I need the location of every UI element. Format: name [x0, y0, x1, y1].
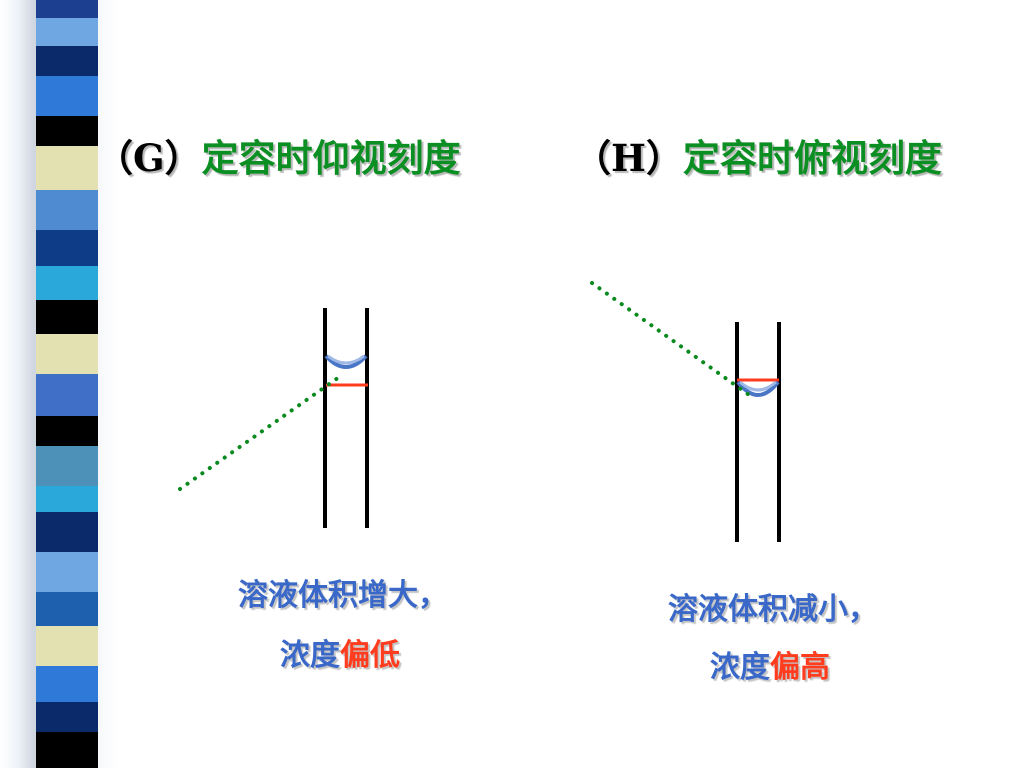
- panel-g-caption-line1: 溶液体积增大，: [238, 578, 448, 613]
- panel-g-caption-prefix: 浓度: [280, 638, 340, 673]
- panel-h-paren-open: （: [574, 136, 611, 180]
- panel-g-title-text: 定容时仰视刻度: [201, 136, 461, 180]
- panel-g-paren-open: （: [96, 136, 133, 180]
- panel-g-diagram: [178, 308, 369, 528]
- panel-g-caption-line2: 浓度偏低: [280, 630, 400, 674]
- panel-g-paren-close: ）: [164, 136, 202, 180]
- panel-g-meniscus: [324, 354, 368, 369]
- panel-h-caption-highlight: 偏高: [770, 650, 830, 685]
- panel-h-title: （H）定容时俯视刻度: [574, 128, 942, 182]
- panel-h-title-text: 定容时俯视刻度: [682, 136, 942, 180]
- panel-h-meniscus-shade: [739, 380, 777, 392]
- panel-h-diagram: [590, 281, 781, 542]
- panel-g-sight-line: [178, 373, 344, 491]
- panel-h-caption-prefix: 浓度: [710, 650, 770, 685]
- stripe-column: [36, 0, 98, 768]
- panel-h-meniscus: [736, 380, 780, 397]
- panel-g-caption-highlight: 偏低: [340, 638, 400, 673]
- panel-h-letter: H: [611, 136, 646, 180]
- side-decoration: [0, 0, 120, 768]
- panel-h-caption-line1: 溶液体积减小，: [668, 592, 878, 627]
- panel-g-meniscus-shade: [327, 354, 365, 365]
- panel-g-letter: G: [133, 136, 165, 180]
- panel-g-title: （G）定容时仰视刻度: [96, 128, 461, 182]
- panel-h-paren-close: ）: [645, 136, 683, 180]
- panel-h-sight-line: [590, 281, 754, 399]
- panel-h-caption-line2: 浓度偏高: [710, 642, 830, 686]
